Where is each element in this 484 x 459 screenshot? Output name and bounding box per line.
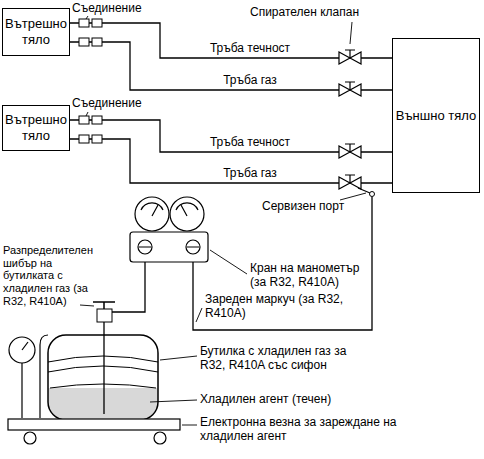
pressure-gauge [170,197,204,231]
callout-label: Хладилен агент (течен) [200,393,400,407]
knob-mark [139,246,199,247]
valve-handle [93,302,115,309]
wheel [24,432,36,444]
charging-hose [112,262,145,312]
leader-line [210,250,247,274]
callout-label: Спирателен клапан [250,6,372,20]
dolly-handle [40,335,48,418]
cylinder-body [48,335,158,420]
leader-line [182,425,197,426]
charging-scale [8,335,180,444]
callout-label: Разпределителен шибър на бутилката с хла… [3,244,93,307]
service-port [370,192,375,197]
scale-post [21,363,22,418]
unit-name: Външно тяло [396,108,476,124]
dial-needle [22,342,28,350]
refrigerant-pipe [70,23,392,58]
coupler [92,116,102,124]
callout-label: Съединение [72,2,162,16]
cylinder-strap [48,356,158,372]
callout-label: Бутилка с хладилен газ за R32, R410A със… [200,345,372,373]
coupler [79,116,89,124]
wheel [154,432,166,444]
liquid-surface [50,384,156,388]
leader-line [86,112,88,116]
valve-stem [345,144,355,152]
callout-label: Съединение [72,97,162,111]
coupler [79,38,89,46]
pressure-gauge [135,197,169,231]
indoor-unit-box: Вътрешно тяло [2,8,70,56]
coupler [92,38,102,46]
coupler [79,19,89,27]
callout-label: Кран на манометър (за R32, R410A) [250,262,368,290]
refrigerant-cylinder [48,302,158,422]
pipe-label: Тръба газ [221,167,279,180]
leader-line [350,22,352,44]
valve-stem [345,82,355,90]
leader-line [80,305,94,306]
liquid-refrigerant [48,388,158,420]
refrigerant-pipe [70,120,392,152]
callout-label: Зареден маркуч (за R32, R410A) [205,293,345,321]
scale-platform [8,419,180,430]
coupler [79,135,89,143]
leader-line [150,400,197,402]
outdoor-unit-box: Външно тяло [392,38,480,193]
pipe-label: Тръба течност [208,42,292,55]
valve-group [339,50,361,189]
pipe-label: Тръба газ [221,74,279,87]
charging-hose [193,197,372,330]
callout-label: Сервизен порт [262,200,362,214]
refrigerant-pipe [70,42,392,90]
gauge-scale [141,203,198,210]
valve-stem [345,50,355,58]
coupler [92,19,102,27]
unit-name: Вътрешно тяло [3,16,69,47]
service-port-pipe [358,188,370,193]
manifold-gauge [130,197,208,262]
siphon-tube [103,322,104,414]
coupler-group [79,19,102,143]
coupler [92,135,102,143]
indoor-unit-box: Вътрешно тяло [2,105,70,151]
leader-line [196,308,202,322]
pipe-label: Тръба течност [208,136,292,149]
cylinder-valve [97,309,112,322]
scale-dial [9,337,35,363]
leader-line [340,193,366,200]
gauge-needle [152,205,187,216]
callout-label: Електронна везна за зареждане на хладиле… [200,416,400,444]
leader-line [160,356,197,360]
manifold-body [130,232,208,262]
valve-stem [345,175,355,183]
unit-name: Вътрешно тяло [3,112,69,143]
leader-line [86,16,88,19]
